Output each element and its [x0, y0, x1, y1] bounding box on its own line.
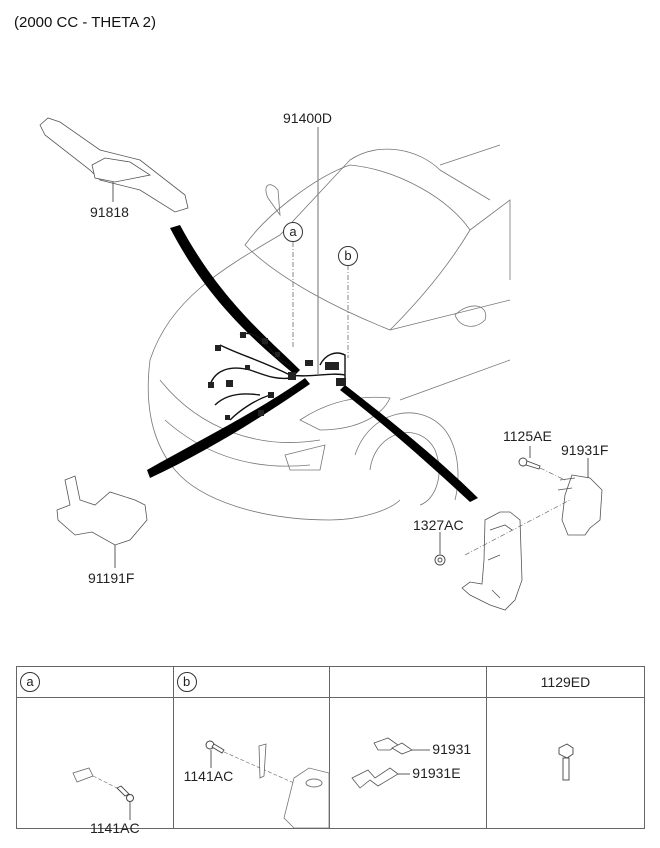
label-91931E: 91931E: [412, 765, 461, 781]
callout-b: b: [338, 246, 358, 266]
parts-table-header: a b 1129ED: [16, 666, 646, 698]
harness-guide-strokes: [147, 225, 478, 502]
label-91400D: 91400D: [283, 110, 333, 126]
car-mirror: [454, 305, 487, 327]
ground-bolt-illustration: [205, 740, 330, 828]
bracket-91191F: [56, 475, 148, 546]
label-91191F: 91191F: [88, 570, 135, 586]
bracket-91818: [39, 117, 189, 213]
callout-a: a: [283, 222, 303, 242]
bracket-91931F: [557, 474, 603, 536]
nut-1327AC: [434, 554, 446, 566]
clip-brackets-illustration: [351, 737, 431, 789]
header-cell-a: a: [16, 666, 174, 698]
car-wheel-arch: [354, 412, 459, 501]
cell-1129ED: [485, 697, 646, 829]
label-91931: 91931: [432, 741, 472, 757]
cell-b: 1141AC: [172, 697, 331, 829]
harness-connectors: [208, 332, 346, 420]
car-hood-outline: [149, 148, 491, 361]
car-roofline: [439, 144, 511, 280]
bolt-1125AE: [518, 457, 541, 470]
label-1141AC-b: 1141AC: [183, 768, 234, 784]
car-front-bumper: [147, 359, 401, 521]
car-wiring-diagram: [39, 117, 603, 611]
label-91818: 91818: [90, 204, 129, 220]
header-cell-3: [329, 666, 487, 698]
parts-table-body: 1141AC 1141AC 91931: [16, 697, 646, 836]
car-windshield: [244, 164, 471, 331]
label-1141AC-a: 1141AC: [90, 820, 140, 836]
car-headlight: [299, 396, 391, 431]
mounting-bracket: [461, 511, 523, 611]
cell-clips: 91931 91931E: [329, 697, 487, 829]
label-91931F: 91931F: [561, 442, 609, 458]
header-cell-b: b: [172, 666, 331, 698]
car-fog-light: [284, 444, 326, 471]
callout-b-badge: b: [176, 672, 197, 692]
label-1125AE: 1125AE: [503, 428, 552, 444]
diagram-title: (2000 CC - THETA 2): [14, 14, 156, 31]
car-wiper-bump: [265, 184, 281, 217]
car-wheel: [369, 432, 440, 506]
header-cell-4: 1129ED: [485, 666, 646, 698]
clip-bolt-illustration: [72, 767, 134, 820]
car-side: [389, 299, 511, 401]
callout-a-badge: a: [20, 672, 40, 692]
flange-bolt-illustration: [558, 743, 574, 781]
parts-table: a b 1129ED 1141AC: [16, 666, 646, 836]
part-code-1129ED: 1129ED: [540, 674, 591, 690]
cell-a: 1141AC: [16, 697, 174, 836]
label-1327AC: 1327AC: [413, 517, 464, 533]
